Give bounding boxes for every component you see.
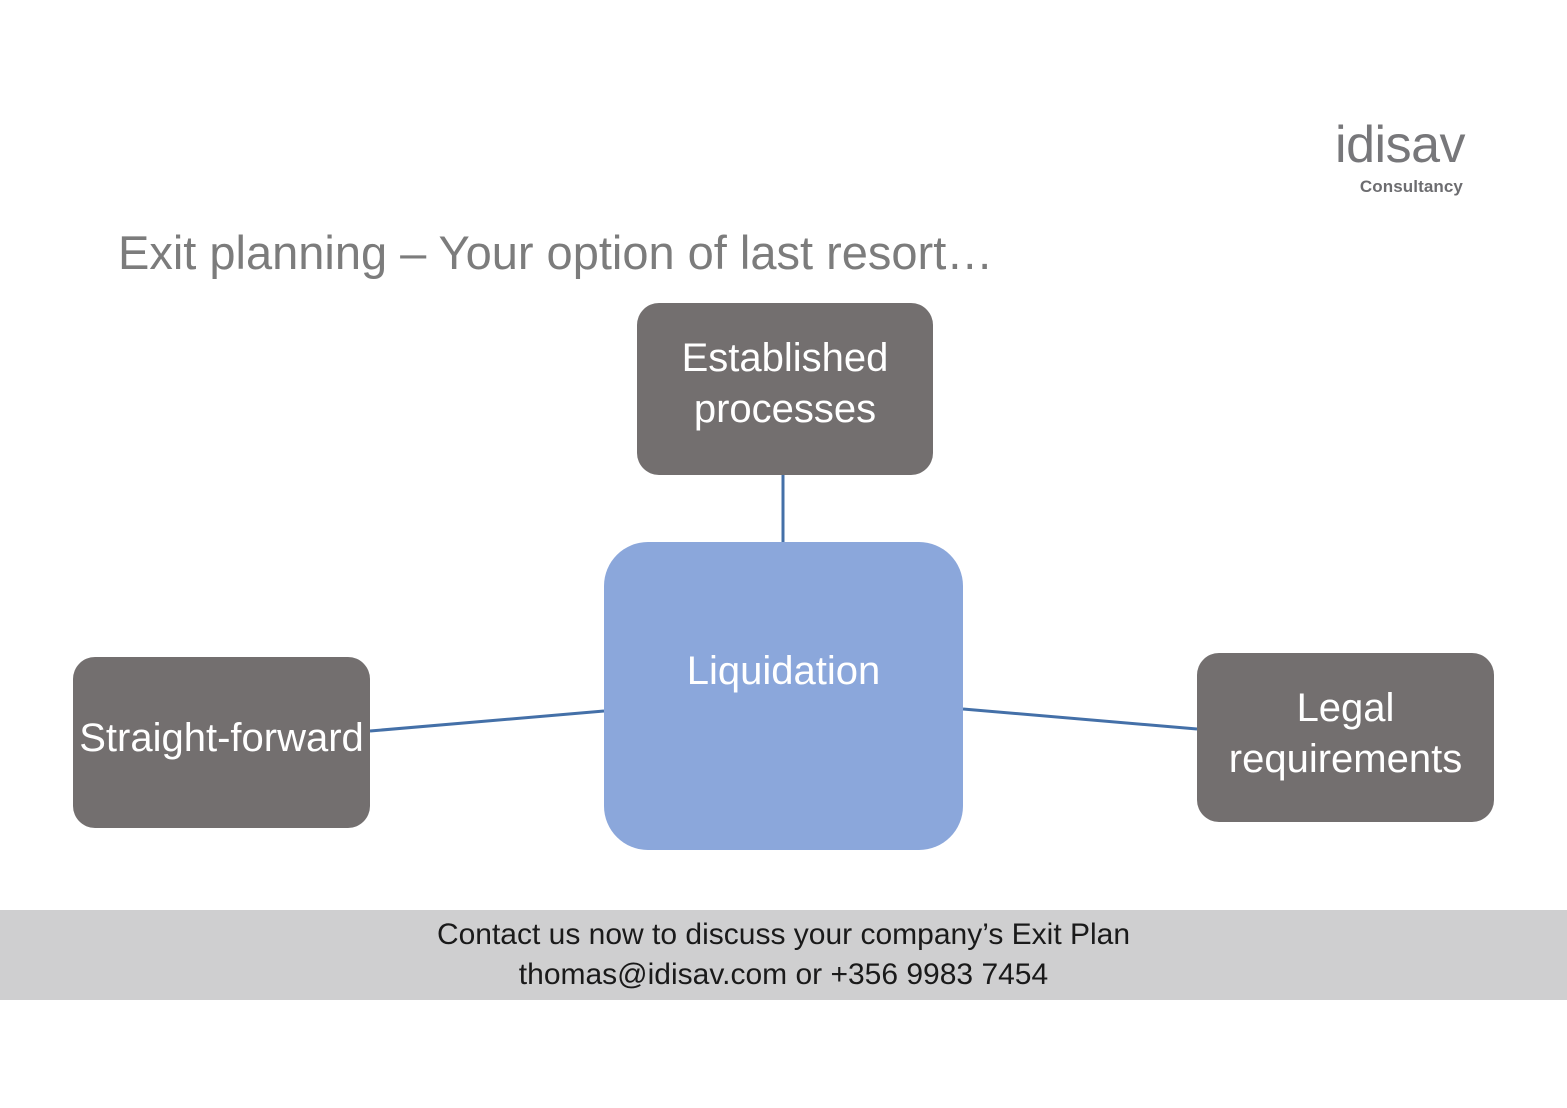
logo-wordmark: idisav bbox=[1335, 116, 1465, 174]
footer-line-1: Contact us now to discuss your company’s… bbox=[436, 918, 1131, 951]
brand-logo: idisav Consultancy bbox=[1240, 116, 1465, 198]
node-label: Liquidation bbox=[686, 648, 881, 693]
connector-left bbox=[369, 709, 605, 733]
logo-subtitle: Consultancy bbox=[1359, 177, 1463, 196]
connector-right bbox=[962, 707, 1198, 731]
node-label: Straight-forward bbox=[79, 716, 364, 760]
node-straightforward[interactable]: Straight-forward bbox=[73, 657, 370, 828]
footer-contact-band: Contact us now to discuss your company’s… bbox=[0, 910, 1567, 1000]
node-liquidation[interactable]: Liquidation bbox=[604, 542, 963, 850]
node-legal-requirements[interactable]: Legal requirements bbox=[1197, 653, 1494, 822]
node-label: Legal requirements bbox=[1228, 685, 1463, 781]
page-title: Exit planning – Your option of last reso… bbox=[118, 226, 994, 279]
node-established-processes[interactable]: Established processes bbox=[637, 303, 933, 475]
node-label: Established processes bbox=[681, 336, 889, 431]
footer-line-2: thomas@idisav.com or +356 9983 7454 bbox=[518, 958, 1049, 991]
